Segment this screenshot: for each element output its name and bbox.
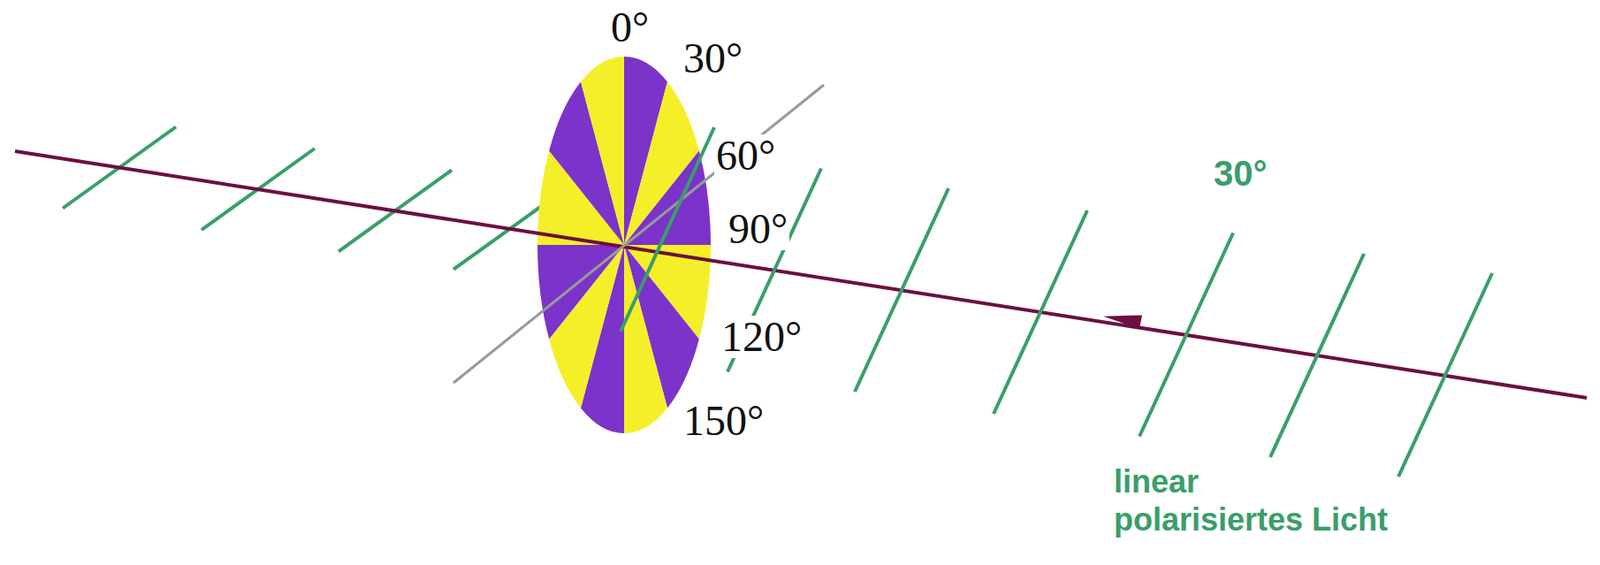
angle-mark: 60°	[714, 134, 778, 177]
polarization-line	[1139, 233, 1234, 437]
polarization-line	[993, 210, 1088, 414]
angle-mark: 150°	[681, 399, 766, 442]
angle-mark: 0°	[609, 6, 651, 49]
beam-arrowhead	[1103, 315, 1143, 330]
light-caption: linear polarisiertes Licht	[1112, 462, 1396, 539]
polarizer-axis	[453, 84, 824, 383]
light-beam	[15, 151, 1587, 398]
disk-sector	[537, 244, 625, 340]
polarization-line	[1398, 273, 1493, 477]
disk-sector	[580, 56, 625, 245]
angle-mark: 30°	[681, 37, 745, 80]
polarization-on-disk	[620, 127, 715, 332]
angle-mark: 90°	[726, 207, 790, 251]
polarization-line	[854, 188, 949, 392]
polarization-line	[1270, 253, 1364, 458]
polarization-angle: 30°	[1211, 152, 1270, 195]
incoming-polarization-lines	[727, 168, 1493, 478]
angle-mark: 120°	[719, 315, 804, 359]
